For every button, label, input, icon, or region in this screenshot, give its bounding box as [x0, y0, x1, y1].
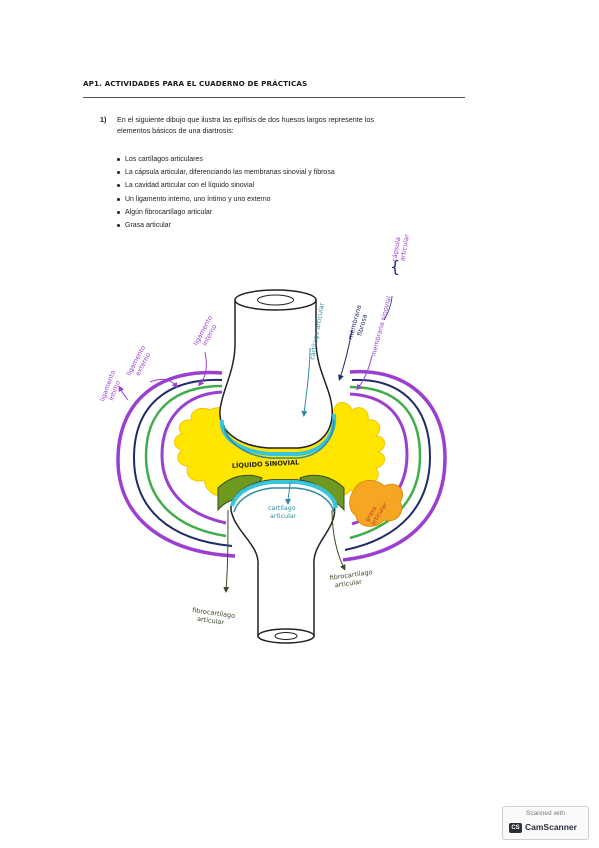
label-membrana-sinovial: membrana sinovial: [369, 295, 393, 357]
fibrous-membrane-ring: [132, 378, 233, 547]
question-text: En el siguiente dibujo que ilustra las e…: [117, 114, 457, 136]
upper-bone-end: [234, 289, 317, 311]
label-liquido-sinovial: LÍQUIDO SINOVIAL: [232, 457, 300, 470]
outer-ligament-ring: [342, 369, 447, 562]
label-capsula-articular: cápsula articular: [390, 232, 411, 264]
bullet-item: Algún fibrocartílago articular: [117, 206, 335, 219]
fibrous-membrane-ring: [344, 378, 432, 551]
brace: {: [390, 257, 400, 276]
inner-purple-ring: [160, 390, 227, 525]
synovial-membrane-ring: [144, 384, 227, 538]
label-ligamento-interno: ligamento interno: [192, 312, 222, 350]
label-leaders: [118, 295, 393, 593]
lower-bone: [230, 479, 338, 644]
bullet-item: Los cartílagos articulares: [117, 153, 335, 166]
outer-ligament-ring: [116, 370, 236, 558]
bullet-item: La cápsula articular, diferenciando las …: [117, 166, 335, 179]
label-ligamento-intimo: ligamento íntimo: [98, 367, 125, 405]
bullet-item: Grasa articular: [117, 219, 335, 232]
scanner-badge: Scanned with CS CamScanner: [502, 806, 589, 840]
lower-bone-end: [257, 628, 315, 644]
label-membrana-fibrosa: membrana fibrosa: [346, 302, 371, 342]
page-heading: AP1. ACTIVIDADES PARA EL CUADERNO DE PRÁ…: [83, 79, 308, 88]
label-ligamento-externo: ligamento externo: [125, 342, 155, 380]
bullet-item: La cavidad articular con el líquido sino…: [117, 179, 335, 192]
articular-fat: [349, 480, 404, 527]
label-fibrocartilago-right: fibrocartílago articular: [329, 568, 376, 590]
heading-divider: [83, 97, 465, 98]
badge-name: CamScanner: [525, 822, 577, 832]
label-fibrocartilago-left: fibrocartílago articular: [191, 606, 238, 628]
bullet-list: Los cartílagos articulares La cápsula ar…: [117, 153, 335, 232]
camscanner-logo-icon: CS: [509, 823, 522, 833]
bullet-item: Un ligamento interno, uno íntimo y uno e…: [117, 193, 335, 206]
synovial-membrane-ring: [349, 385, 422, 540]
question-text-line: elementos básicos de una diartrosis:: [117, 126, 234, 135]
question-number: 1): [100, 115, 107, 124]
label-cartilago-articular-bottom: cartílago articular: [268, 504, 298, 520]
question-text-line: En el siguiente dibujo que ilustra las e…: [117, 115, 374, 124]
badge-top-text: Scanned with: [525, 810, 566, 817]
lower-articular-cartilage: [230, 480, 338, 509]
